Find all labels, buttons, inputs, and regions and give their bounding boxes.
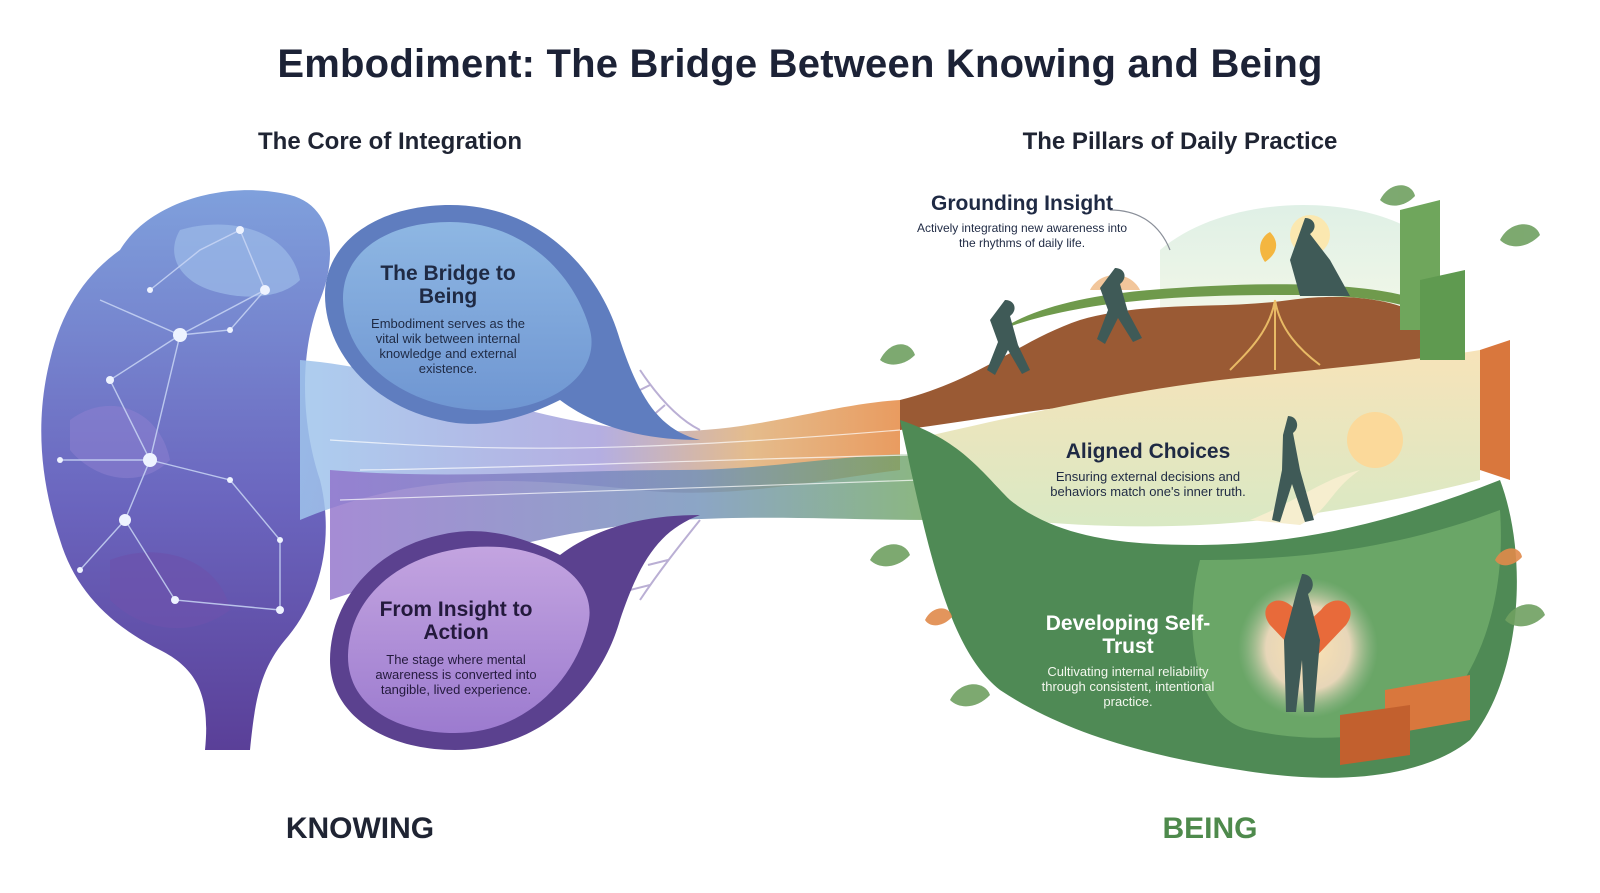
pillar-grounding-insight: Grounding Insight Actively integrating n… — [912, 192, 1132, 251]
silhouettes — [987, 218, 1350, 712]
roots — [1229, 299, 1321, 371]
page-title: Embodiment: The Bridge Between Knowing a… — [277, 42, 1323, 86]
right-section-heading: The Pillars of Daily Practice — [1022, 128, 1338, 155]
landscape-illustration — [870, 185, 1545, 778]
being-label: BEING — [1162, 812, 1258, 845]
pillar-developing-self-trust: Developing Self-Trust Cultivating intern… — [1028, 612, 1228, 709]
knowing-label: KNOWING — [285, 812, 435, 845]
pillar-title: Aligned Choices — [1065, 440, 1231, 463]
leaves — [870, 185, 1545, 707]
bridge-to-being-text: The Bridge to Being Embodiment serves as… — [362, 262, 534, 376]
pillar-description: Actively integrating new awareness into … — [916, 221, 1128, 250]
pillar-description: Ensuring external decisions and behavior… — [1050, 469, 1246, 499]
bubble-insight-to-action — [330, 515, 700, 750]
pillar-description: Cultivating internal reliability through… — [1041, 664, 1215, 709]
bubble-bridge-to-being — [325, 205, 700, 440]
brain-illustration — [41, 190, 331, 751]
pillar-title: Developing Self-Trust — [1045, 612, 1211, 658]
pillar-aligned-choices: Aligned Choices Ensuring external decisi… — [1048, 440, 1248, 499]
bridge-to-being-description: Embodiment serves as the vital wik betwe… — [371, 316, 525, 376]
flame-icon — [1260, 232, 1277, 262]
pillar-title: Grounding Insight — [931, 192, 1113, 215]
left-section-heading: The Core of Integration — [258, 128, 522, 155]
insight-to-action-description: The stage where mental awareness is conv… — [375, 652, 537, 697]
bridge-to-being-title: The Bridge to Being — [380, 262, 516, 308]
insight-to-action-text: From Insight to Action The stage where m… — [370, 598, 542, 697]
callout-line — [1109, 209, 1171, 251]
insight-to-action-title: From Insight to Action — [379, 598, 533, 644]
